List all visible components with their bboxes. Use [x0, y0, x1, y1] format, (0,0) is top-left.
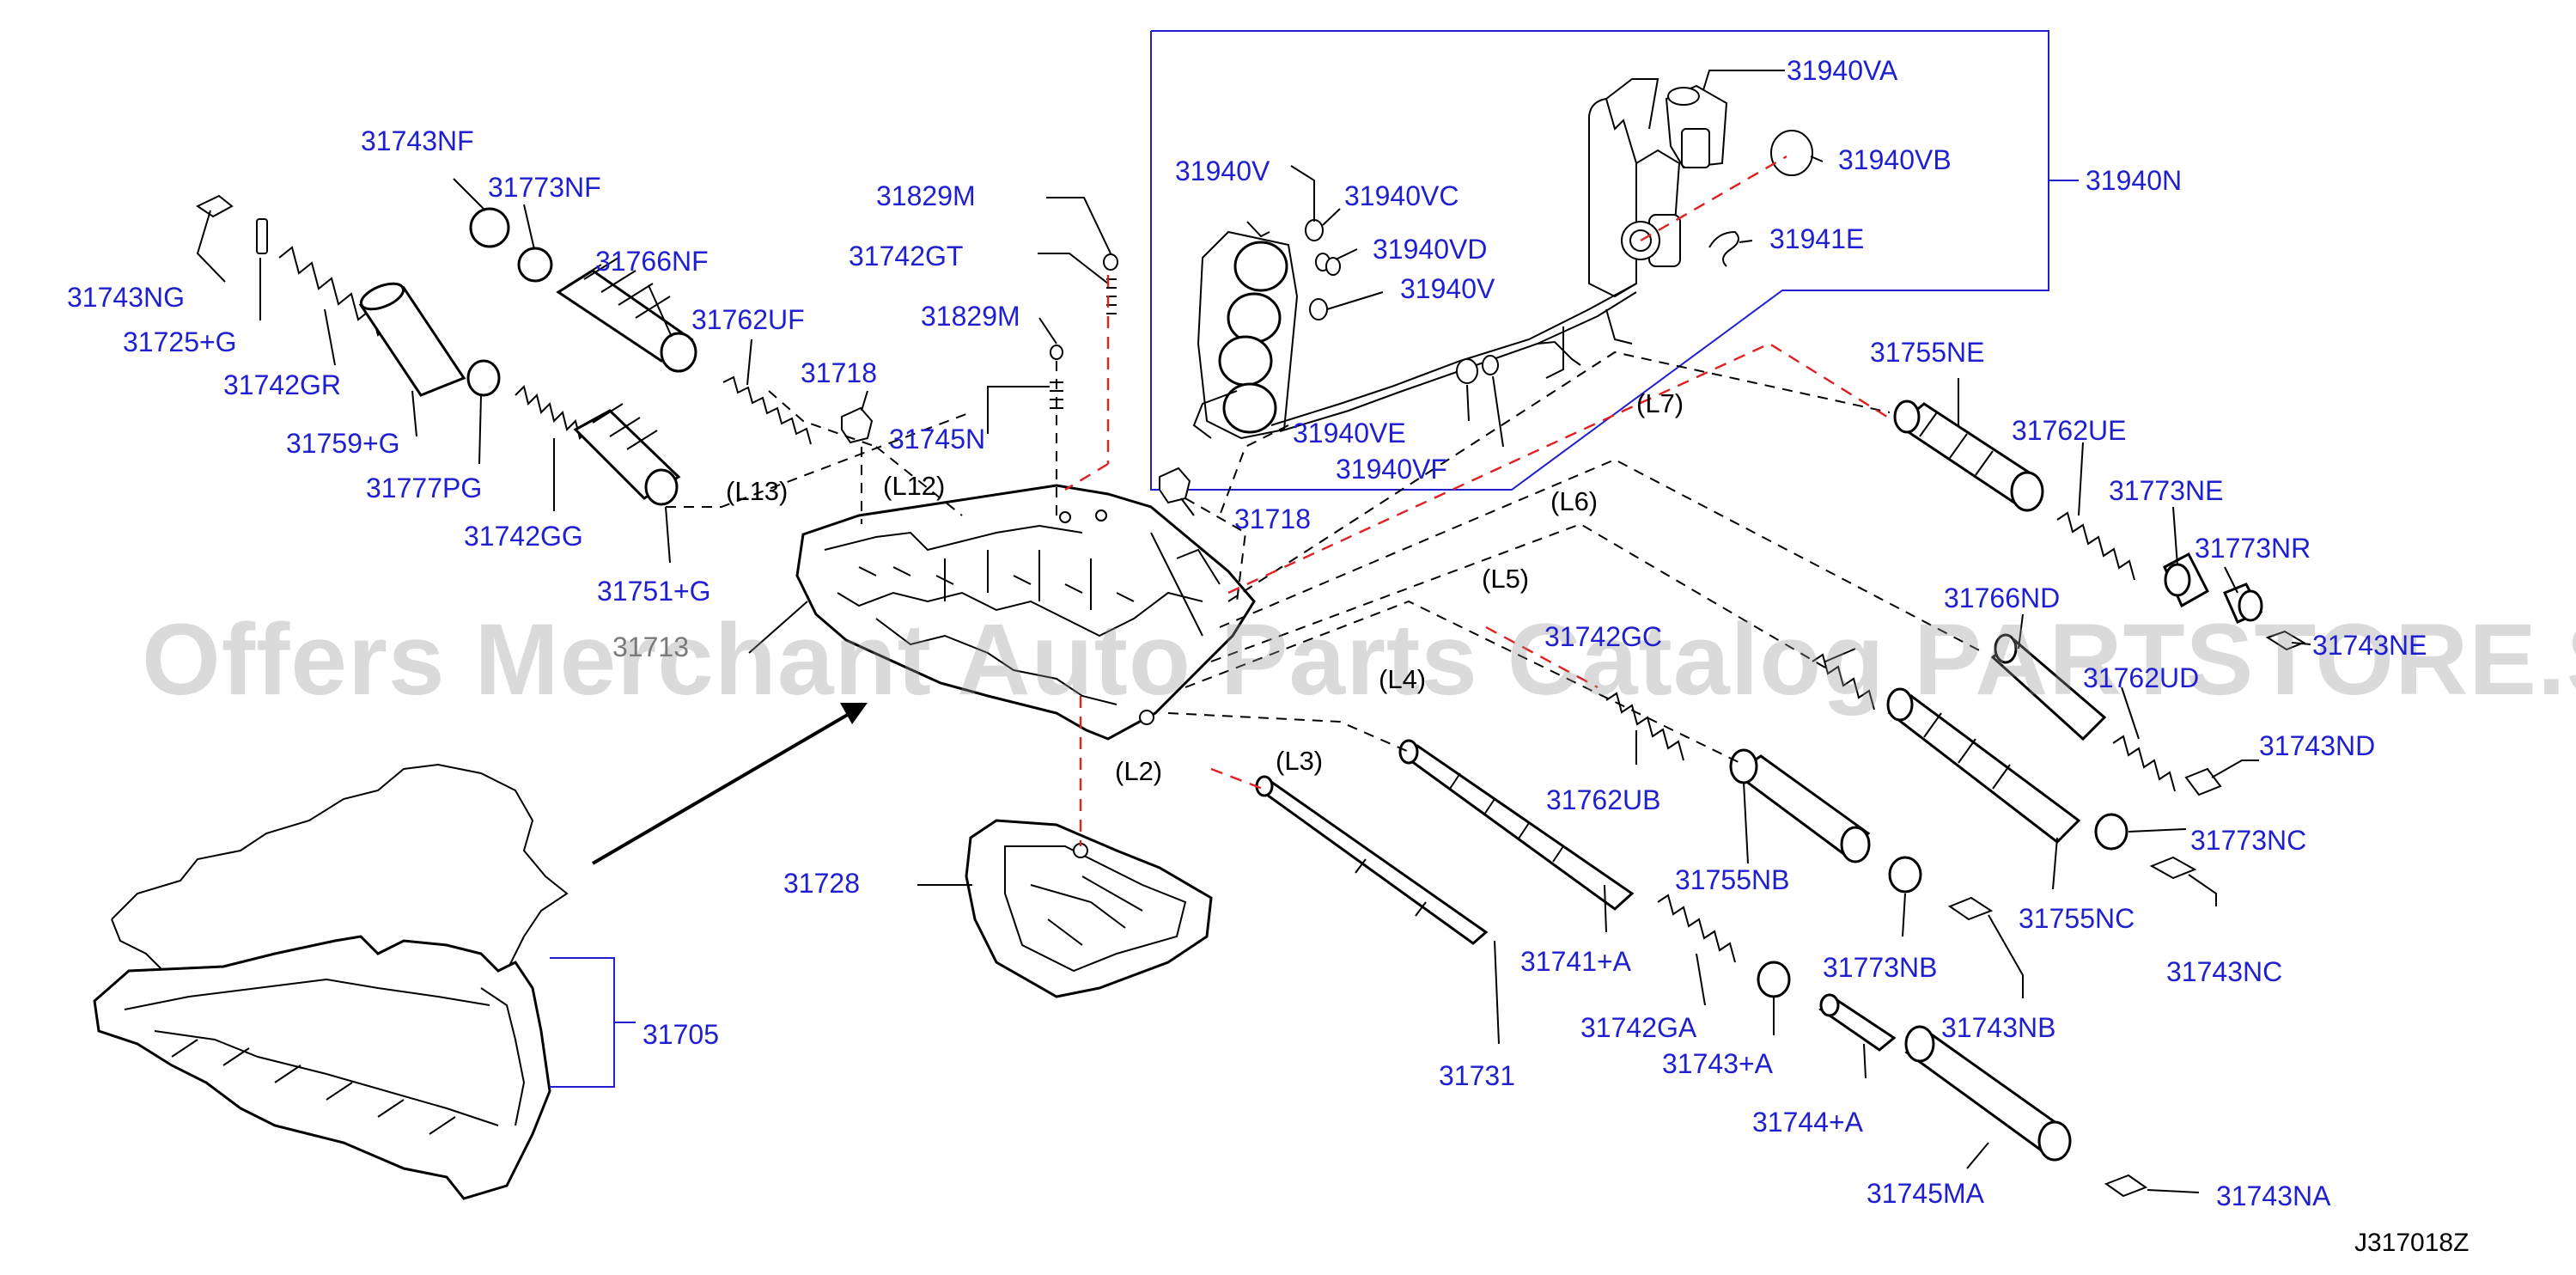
bracket-31705: [550, 957, 615, 1088]
separator-plate-drawing: [965, 819, 1213, 998]
spring-31742GG: [515, 385, 594, 448]
right-valve-parts: [1255, 400, 2306, 1198]
part-label-31743A[interactable]: 31743+A: [1662, 1048, 1774, 1079]
transmission-case-drawing: [111, 763, 569, 989]
callout-L2: (L2): [1115, 756, 1163, 786]
part-label-31777PG[interactable]: 31777PG: [366, 473, 483, 503]
part-label-31744A[interactable]: 31744+A: [1752, 1107, 1864, 1138]
part-label-31743NF[interactable]: 31743NF: [361, 125, 474, 156]
part-label-31940V-mid[interactable]: 31940V: [1400, 273, 1495, 304]
callout-L3: (L3): [1276, 746, 1324, 776]
part-label-31762UE[interactable]: 31762UE: [2012, 415, 2127, 446]
part-label-31743NC[interactable]: 31743NC: [2166, 956, 2283, 987]
leader-lines-right: [1494, 378, 2311, 1193]
part-label-31773NR[interactable]: 31773NR: [2195, 533, 2311, 564]
callout-L6: (L6): [1550, 486, 1599, 516]
leader-lines-upper-left: [196, 178, 1195, 564]
part-label-31742GA[interactable]: 31742GA: [1580, 1012, 1697, 1043]
part-label-31762UD[interactable]: 31762UD: [2083, 662, 2200, 693]
part-label-31705[interactable]: 31705: [642, 1019, 719, 1050]
part-label-31713[interactable]: 31713: [612, 631, 689, 662]
part-label-31745N[interactable]: 31745N: [889, 424, 986, 454]
part-label-31773NF[interactable]: 31773NF: [488, 172, 601, 203]
part-label-31742GC[interactable]: 31742GC: [1544, 621, 1662, 652]
part-label-31773NE[interactable]: 31773NE: [2109, 475, 2224, 506]
part-label-31759G[interactable]: 31759+G: [286, 428, 400, 459]
part-label-31755NB[interactable]: 31755NB: [1675, 864, 1790, 895]
part-label-31731[interactable]: 31731: [1439, 1060, 1515, 1091]
assembly-lines: [666, 275, 1985, 846]
part-label-31940VE[interactable]: 31940VE: [1293, 418, 1406, 448]
callout-L13: (L13): [726, 476, 789, 506]
part-label-31773NC[interactable]: 31773NC: [2190, 825, 2307, 856]
part-label-31755NE[interactable]: 31755NE: [1870, 337, 1985, 368]
o-rings-drawing: [1305, 130, 1813, 384]
part-label-31741A[interactable]: 31741+A: [1520, 946, 1632, 977]
part-label-31940VC[interactable]: 31940VC: [1344, 180, 1459, 211]
part-label-31940V-top[interactable]: 31940V: [1175, 156, 1270, 186]
part-label-31742GT[interactable]: 31742GT: [849, 241, 964, 271]
part-label-31940VD[interactable]: 31940VD: [1373, 234, 1488, 265]
part-label-31743NE[interactable]: 31743NE: [2312, 630, 2427, 661]
callout-L5: (L5): [1482, 564, 1530, 594]
direction-arrow: [591, 703, 868, 865]
part-label-31718-left[interactable]: 31718: [801, 357, 877, 388]
part-label-31762UB[interactable]: 31762UB: [1546, 784, 1661, 815]
part-label-31728[interactable]: 31728: [783, 868, 860, 899]
callout-L12: (L12): [883, 471, 946, 501]
upper-valve-body-drawing: [795, 484, 1256, 741]
part-label-31743NA[interactable]: 31743NA: [2216, 1180, 2331, 1211]
part-label-31766NF[interactable]: 31766NF: [595, 246, 709, 277]
leader-31713: [748, 601, 808, 654]
leader-lines-solenoid: [1290, 70, 1824, 448]
part-label-31755NC[interactable]: 31755NC: [2019, 903, 2135, 934]
part-label-31718-right[interactable]: 31718: [1234, 503, 1311, 534]
part-label-31773NB[interactable]: 31773NB: [1823, 952, 1938, 983]
solenoid-assembly-drawing: [1192, 78, 1728, 440]
part-label-31940VA[interactable]: 31940VA: [1787, 55, 1898, 86]
part-label-31829M-lower[interactable]: 31829M: [921, 301, 1020, 332]
callout-L7: (L7): [1636, 388, 1684, 418]
part-label-31829M-top[interactable]: 31829M: [876, 180, 976, 211]
part-label-31742GR[interactable]: 31742GR: [223, 369, 341, 400]
part-label-31941E[interactable]: 31941E: [1769, 223, 1865, 254]
drawing-code: J317018Z: [2354, 1229, 2469, 1257]
part-label-31940VB[interactable]: 31940VB: [1838, 144, 1952, 175]
part-label-31742GG[interactable]: 31742GG: [464, 521, 583, 552]
part-label-31940N[interactable]: 31940N: [2086, 165, 2183, 196]
solenoid-group-outline: [1150, 30, 2049, 491]
part-label-31751G[interactable]: 31751+G: [597, 576, 711, 607]
part-label-31743NG[interactable]: 31743NG: [67, 282, 185, 313]
part-label-31745MA[interactable]: 31745MA: [1867, 1178, 1984, 1209]
upper-left-valve-parts: [195, 194, 1191, 506]
part-label-31725G[interactable]: 31725+G: [123, 326, 237, 357]
part-label-31743NB[interactable]: 31743NB: [1941, 1012, 2056, 1043]
spring-31762UF: [722, 375, 812, 445]
spring-31742GR: [278, 246, 399, 351]
part-label-31940VF[interactable]: 31940VF: [1336, 454, 1447, 485]
part-label-31743ND[interactable]: 31743ND: [2259, 730, 2376, 761]
lower-valve-body-drawing: [93, 935, 551, 1200]
part-label-31766ND[interactable]: 31766ND: [1944, 583, 2061, 613]
callout-L4: (L4): [1379, 664, 1427, 694]
part-label-31762UF[interactable]: 31762UF: [691, 304, 805, 335]
